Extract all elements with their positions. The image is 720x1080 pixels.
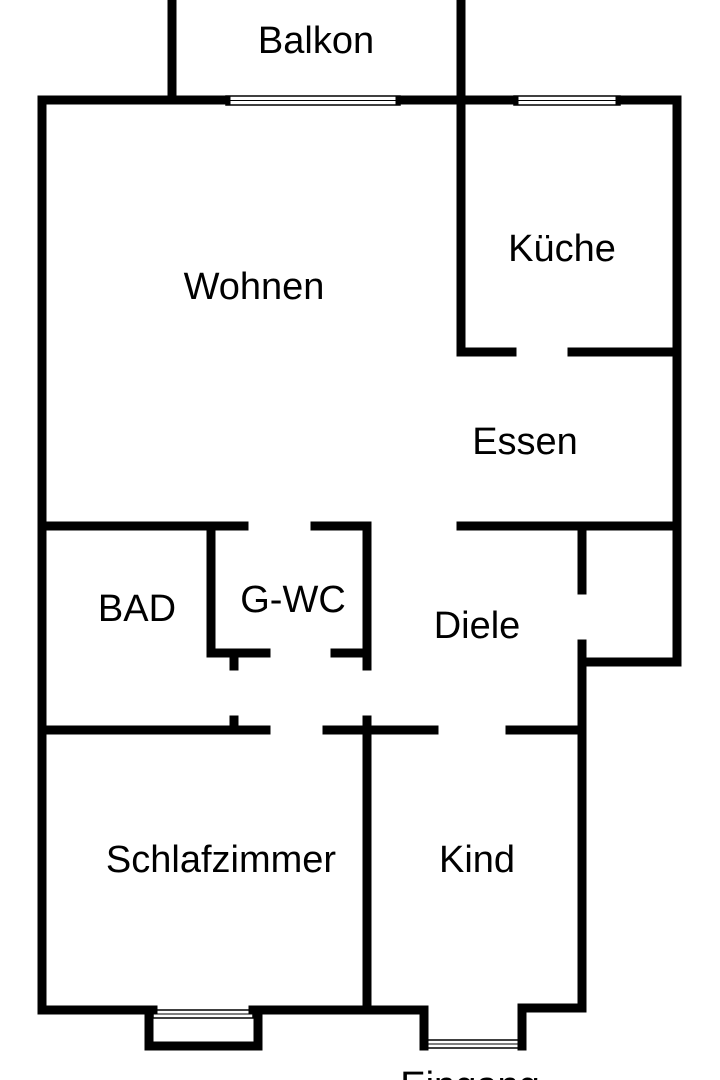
label-bad: BAD	[98, 588, 176, 630]
label-essen: Essen	[472, 421, 578, 463]
label-balkon: Balkon	[258, 20, 374, 62]
label-eingang: Eingang	[400, 1065, 539, 1080]
label-kind: Kind	[439, 839, 515, 881]
label-gwc: G-WC	[240, 579, 346, 621]
label-schlafzimmer: Schlafzimmer	[106, 839, 336, 881]
windows	[152, 95, 621, 1049]
walls	[37, 0, 682, 1051]
label-diele: Diele	[434, 605, 521, 647]
label-kueche: Küche	[508, 228, 616, 270]
room-labels: Balkon Wohnen Küche Essen BAD G-WC Diele…	[98, 20, 616, 1080]
label-wohnen: Wohnen	[184, 266, 325, 308]
